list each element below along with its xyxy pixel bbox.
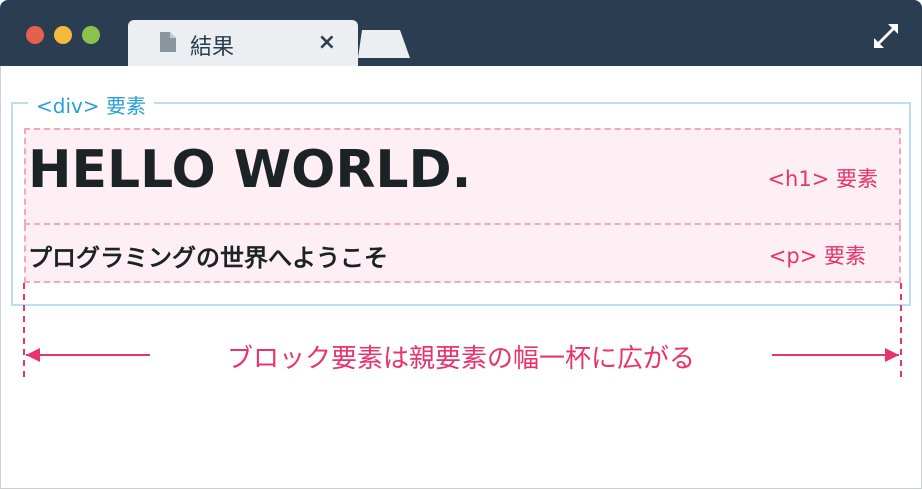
- expand-arrows-icon[interactable]: [872, 22, 900, 54]
- right-arrow-head: [885, 348, 899, 362]
- p-element-label: <p> 要素: [768, 244, 866, 268]
- h1-element-label: <h1> 要素: [767, 167, 878, 191]
- tab-title: 結果: [190, 35, 235, 60]
- file-icon: [160, 32, 176, 56]
- div-element-box: [11, 102, 911, 306]
- h1-heading-text: HELLO WORLD.: [28, 140, 472, 200]
- browser-tab[interactable]: 結果 ×: [128, 20, 358, 66]
- tab-close-icon[interactable]: ×: [317, 30, 336, 55]
- maximize-window-button[interactable]: [82, 26, 100, 44]
- p-element-box: [24, 225, 901, 283]
- minimize-window-button[interactable]: [54, 26, 72, 44]
- browser-titlebar: 結果 ×: [0, 0, 922, 66]
- width-caption: ブロック要素は親要素の幅一杯に広がる: [226, 344, 695, 374]
- left-arrow-head: [26, 348, 40, 362]
- close-window-button[interactable]: [26, 26, 44, 44]
- p-paragraph-text: プログラミングの世界へようこそ: [28, 244, 388, 272]
- new-tab-icon[interactable]: [358, 30, 410, 62]
- h1-element-box: [24, 128, 901, 225]
- div-element-label: <div> 要素: [28, 90, 154, 119]
